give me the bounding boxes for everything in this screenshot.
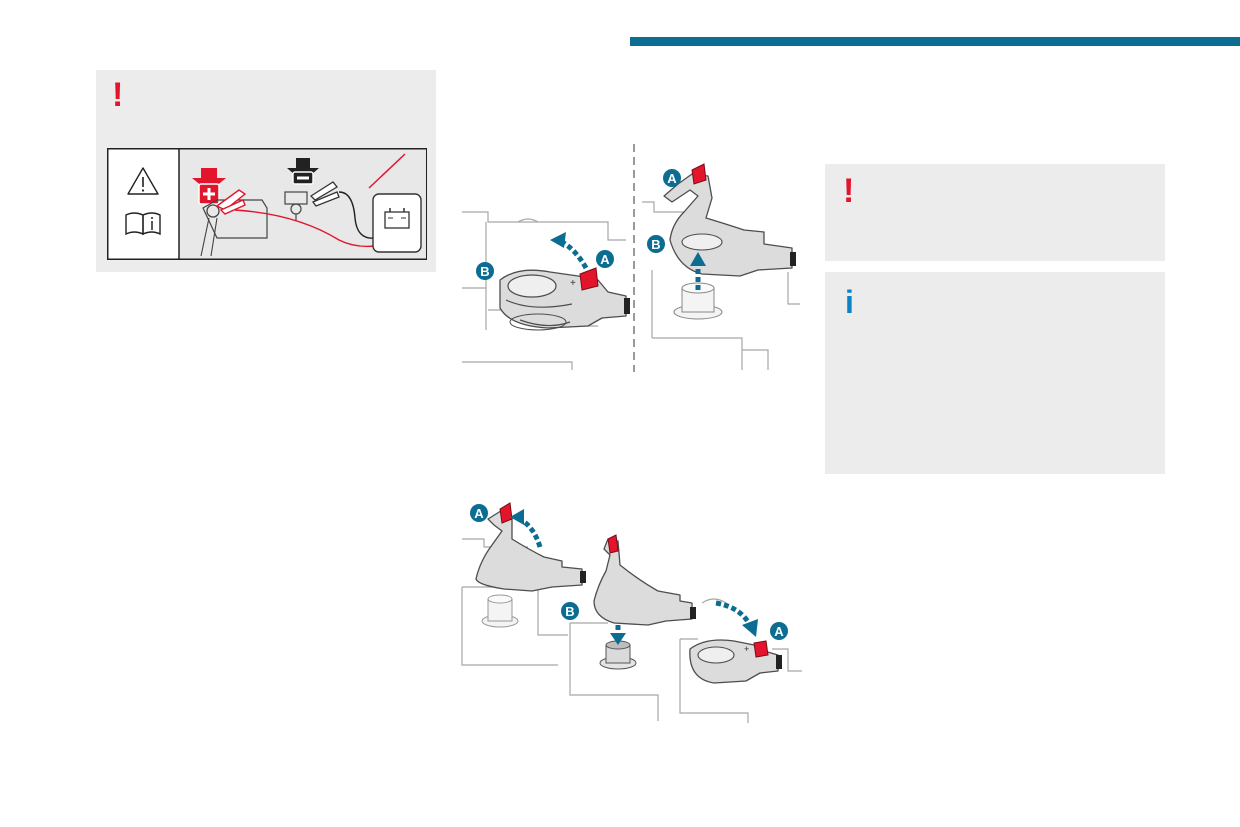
info-panel: i (825, 272, 1165, 474)
svg-text:A: A (667, 171, 677, 186)
jump-start-pictogram (107, 148, 427, 260)
header-accent-bar (630, 37, 1240, 46)
label-b: B (476, 262, 494, 280)
clamp-release-illustration: + A B A B (462, 144, 800, 372)
svg-text:B: B (651, 237, 660, 252)
label-a: A (596, 250, 614, 268)
plus-arrow-icon (192, 168, 226, 205)
warning-exclamation-icon: ! (843, 172, 855, 210)
warning-panel-left: ! (96, 70, 436, 272)
warning-panel-right: ! (825, 164, 1165, 261)
clamp-refit-illustration: A B + A (461, 502, 802, 723)
svg-text:+: + (744, 644, 749, 654)
label-b: B (561, 602, 579, 620)
battery-charger-icon (372, 193, 422, 253)
svg-text:+: + (570, 278, 576, 289)
svg-text:A: A (600, 252, 610, 267)
warning-triangle-icon (127, 167, 159, 195)
info-icon: i (845, 284, 854, 320)
svg-text:A: A (474, 506, 484, 521)
svg-text:B: B (565, 604, 574, 619)
warning-exclamation-icon: ! (112, 76, 124, 114)
open-book-icon (125, 212, 161, 236)
svg-text:A: A (774, 624, 784, 639)
label-a: A (663, 169, 681, 187)
label-a: A (770, 622, 788, 640)
minus-arrow-icon (287, 158, 319, 185)
label-b: B (647, 235, 665, 253)
svg-text:B: B (480, 264, 489, 279)
label-a: A (470, 504, 488, 522)
